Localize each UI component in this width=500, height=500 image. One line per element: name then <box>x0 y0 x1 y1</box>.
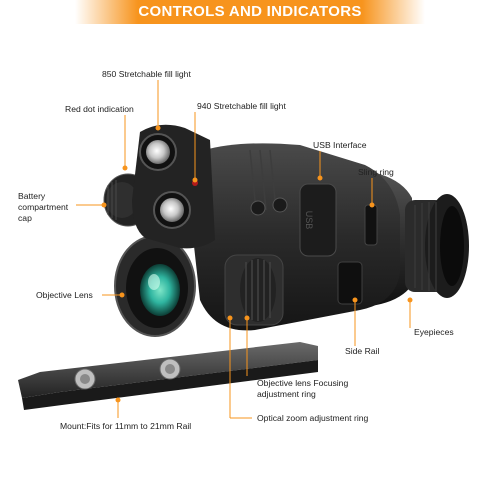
banner-background <box>75 0 425 24</box>
label-red-dot: Red dot indication <box>65 104 134 114</box>
label-objective-lens: Objective Lens <box>36 290 93 300</box>
label-sling-ring: Sling ring <box>358 167 394 177</box>
control-button <box>272 197 288 213</box>
850-fill-light <box>146 140 170 164</box>
fill-light-module <box>132 124 215 249</box>
label-side-rail: Side Rail <box>345 346 380 356</box>
940-fill-light <box>160 198 184 222</box>
label-focus-ring: Objective lens Focusing adjustment ring <box>257 378 349 399</box>
callout-leaders <box>76 80 411 419</box>
label-850-fill-light: 850 Stretchable fill light <box>102 69 191 79</box>
label-usb-interface: USB Interface <box>313 140 367 150</box>
label-940-fill-light: 940 Stretchable fill light <box>197 101 286 111</box>
sling-ring <box>364 204 378 246</box>
label-eyepieces: Eyepieces <box>414 327 454 337</box>
label-zoom-ring: Optical zoom adjustment ring <box>257 413 369 423</box>
callout-dots <box>101 125 413 403</box>
usb-port-cover <box>299 183 337 257</box>
svg-text:USB: USB <box>304 211 314 230</box>
objective-lens <box>114 235 196 337</box>
banner-title: CONTROLS AND INDICATORS <box>138 3 362 20</box>
label-mount: Mount:Fits for 11mm to 21mm Rail <box>60 421 192 431</box>
rail-mount <box>18 342 318 410</box>
header-banner: CONTROLS AND INDICATORS <box>0 0 500 24</box>
side-rail <box>337 261 363 305</box>
label-battery-cap: Battery compartment cap <box>18 191 69 223</box>
focus-zoom-rings <box>224 254 284 326</box>
control-button <box>250 200 266 216</box>
